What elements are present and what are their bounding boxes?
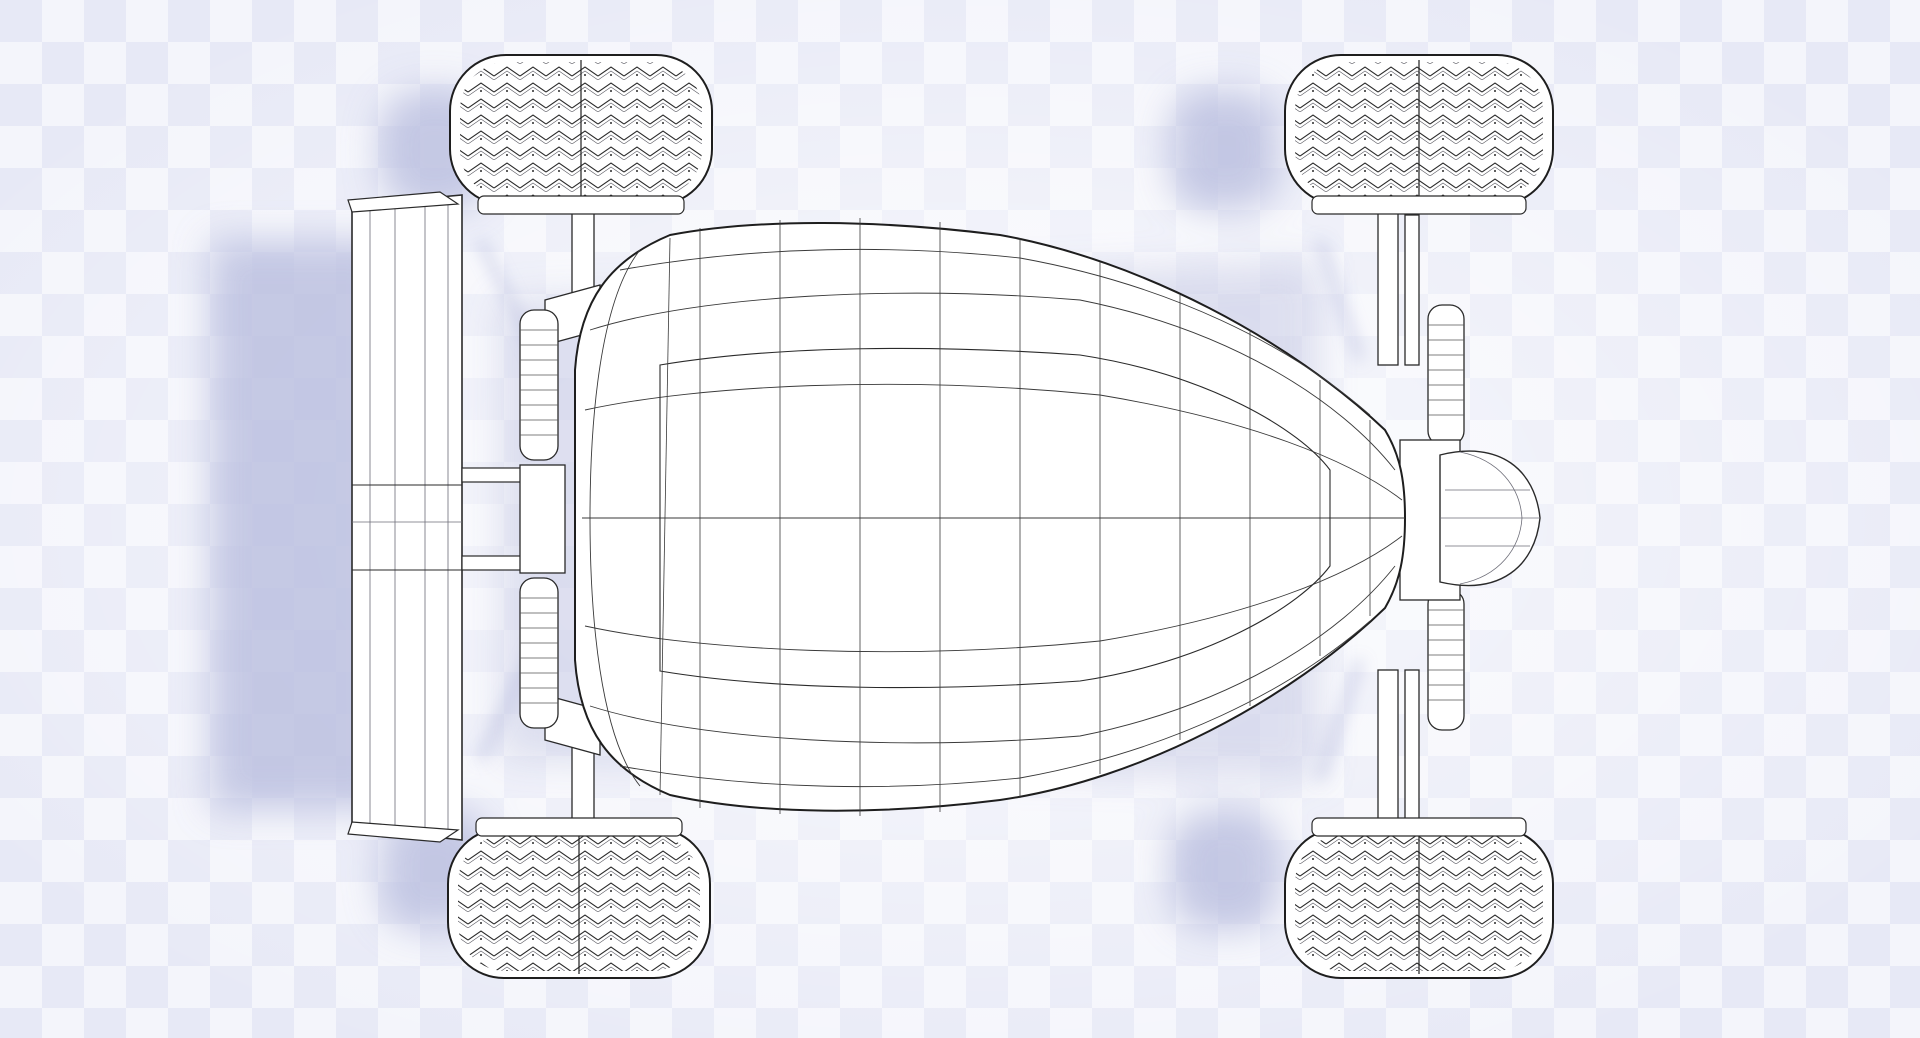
rear-wing bbox=[347, 191, 533, 843]
wheel-front-left bbox=[1284, 54, 1554, 215]
suspension-shadow bbox=[477, 238, 1363, 781]
nose-cone bbox=[1439, 450, 1541, 587]
wheel-front-right bbox=[1284, 817, 1554, 979]
wheel-rear-right bbox=[447, 817, 711, 979]
body-shell bbox=[574, 218, 1407, 816]
wheel-rear-left bbox=[449, 54, 713, 215]
